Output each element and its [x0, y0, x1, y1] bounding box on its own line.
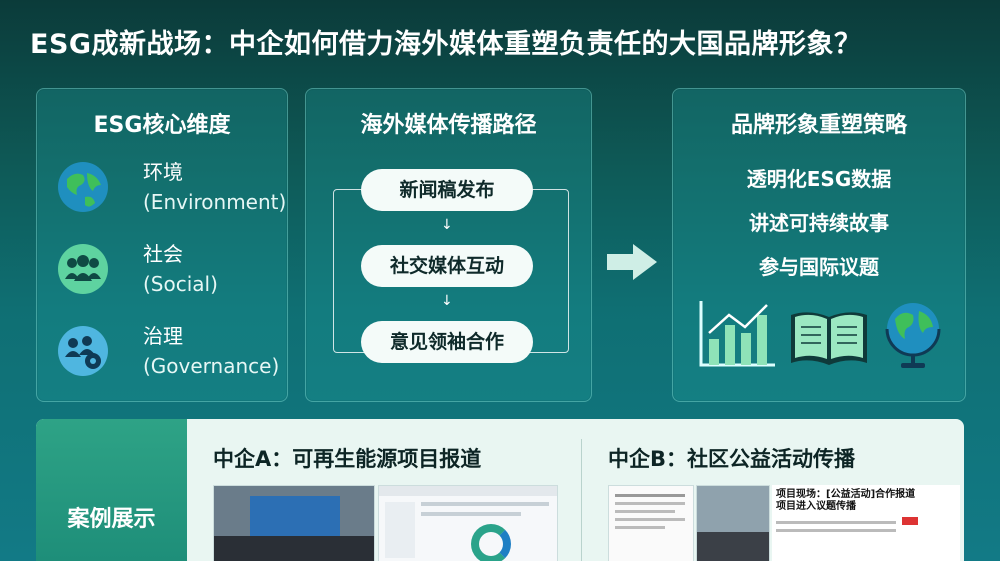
strategy-panel: 品牌形象重塑策略 透明化ESG数据 讲述可持续故事 参与国际议题	[672, 88, 966, 402]
case-b-photo	[696, 485, 770, 561]
case-b-newspaper	[608, 485, 694, 561]
media-paths-panel: 海外媒体传播路径 新闻稿发布 ↓ 社交媒体互动 ↓ 意见领袖合作	[305, 88, 592, 402]
people-icon	[58, 244, 108, 294]
bar-chart-icon	[699, 301, 775, 367]
dimension-governance: 治理 (Governance)	[57, 321, 280, 381]
arrow-down-icon: ↓	[441, 217, 453, 233]
page-title: ESG成新战场：中企如何借力海外媒体重塑负责任的大国品牌形象？	[30, 29, 862, 60]
case-section: 案例展示 中企A：可再生能源项目报道 中企B：社区公益活动传播 项目现场：[公益…	[36, 419, 964, 561]
case-b-article: 项目现场：[公益活动]合作报道 项目进入议题传播	[772, 485, 960, 561]
dimension-environment-cn: 环境	[143, 160, 183, 184]
case-a-title: 中企A：可再生能源项目报道	[213, 447, 482, 471]
dimension-governance-cn: 治理	[143, 324, 183, 348]
case-b-headline: 项目现场：[公益活动]合作报道 项目进入议题传播	[776, 489, 916, 512]
esg-dimensions-heading: ESG核心维度	[93, 113, 231, 138]
strategy-item-storytelling: 讲述可持续故事	[749, 211, 889, 235]
dimension-social-en: (Social)	[143, 272, 218, 296]
arrow-down-icon: ↓	[441, 293, 453, 309]
case-a-dashboard	[378, 485, 558, 561]
case-a-photo	[213, 485, 375, 561]
dimension-social-cn: 社会	[143, 242, 183, 266]
case-label-block: 案例展示	[36, 419, 187, 561]
open-book-icon	[791, 312, 867, 365]
path-step-kol: 意见领袖合作	[361, 321, 533, 363]
path-step-press-release: 新闻稿发布	[361, 169, 533, 211]
strategy-heading: 品牌形象重塑策略	[730, 113, 907, 138]
case-b-title: 中企B：社区公益活动传播	[608, 447, 856, 471]
strategy-item-transparency: 透明化ESG数据	[746, 167, 892, 191]
arrow-right-icon	[607, 244, 657, 280]
path-step-social-media: 社交媒体互动	[361, 245, 533, 287]
dimension-governance-en: (Governance)	[143, 354, 280, 378]
strategy-item-international: 参与国际议题	[759, 255, 879, 279]
governance-gear-icon	[58, 326, 108, 376]
esg-dimensions-panel: ESG核心维度 环境 (Environment) 社会 (Social)	[36, 88, 288, 402]
case-label: 案例展示	[67, 507, 156, 532]
case-divider	[581, 439, 582, 561]
dimension-environment: 环境 (Environment)	[57, 157, 286, 217]
media-paths-heading: 海外媒体传播路径	[360, 113, 537, 138]
dimension-environment-en: (Environment)	[143, 190, 287, 214]
globe-icon	[58, 162, 108, 212]
dimension-social: 社会 (Social)	[57, 239, 277, 299]
globe-stand-icon	[885, 303, 941, 368]
